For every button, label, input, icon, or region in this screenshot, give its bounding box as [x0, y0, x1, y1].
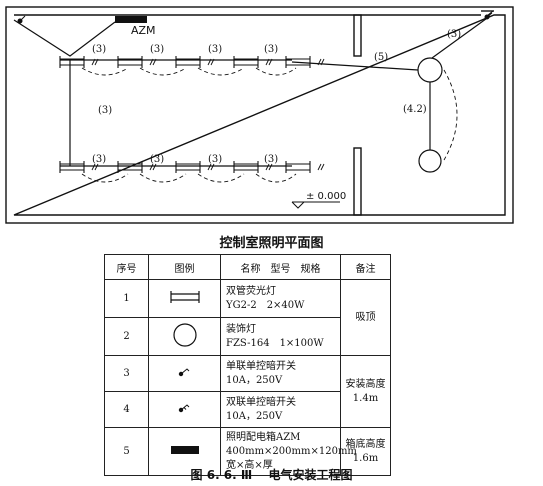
row-no: 2 [104, 317, 149, 356]
figure-title: 电气安装工程图 [268, 468, 353, 482]
fluorescent-lamp-icon [117, 56, 157, 68]
distribution-box-icon [148, 427, 221, 476]
walls [5, 6, 514, 224]
fluorescent-lamp-icon [175, 161, 215, 173]
svg-text:(3): (3) [208, 154, 222, 165]
decor-lamp-top [417, 57, 443, 83]
fluorescent-lamp-icon [59, 56, 99, 68]
wiring [13, 15, 491, 167]
fluorescent-lamp-icon [285, 161, 325, 173]
fluorescent-lamp-icon [175, 56, 215, 68]
distribution-box: AZM [115, 16, 156, 37]
fluorescent-lamp-icon [233, 161, 273, 173]
svg-text:(3): (3) [264, 44, 278, 55]
partition-top [353, 14, 362, 57]
table-row: 3 单联单控暗开关 10A，250V 安装高度 1.4m [104, 355, 391, 428]
wire-to-feeder [291, 61, 419, 71]
table-row: 5 照明配电箱AZM 400mm×200mm×120mm 宽×高×厚 箱底高度 … [104, 427, 391, 476]
header-note: 备注 [340, 254, 391, 280]
wire-box-to-lamp [13, 19, 116, 57]
lamp-row-1 [59, 56, 325, 68]
lamp-row-2 [59, 161, 325, 173]
row-no: 5 [104, 427, 149, 476]
elevation-marker: ± 0.000 [291, 191, 346, 209]
svg-text:(3): (3) [98, 105, 112, 116]
row-no: 1 [104, 279, 149, 318]
plan-title: 控制室照明平面图 [219, 236, 324, 251]
row-no: 4 [104, 391, 149, 428]
header-symbol: 图例 [148, 254, 221, 280]
table-row: 4 双联单控暗开关 10A，250V [104, 391, 391, 428]
row-desc: 双管荧光灯 YG2-2 2×40W [220, 279, 341, 318]
table-row: 1 双管荧光灯 YG2-2 2×40W 吸顶 [104, 279, 391, 356]
legend-table: 序号 图例 名称 型号 规格 备注 1 双管荧光灯 YG2-2 2×40W 吸顶… [104, 254, 391, 476]
figure-number: 图 6. 6. Ⅲ [190, 468, 253, 482]
decor-lamp-bottom [418, 149, 442, 173]
table-row: 2 装饰灯 FZS-164 1×100W [104, 317, 391, 356]
row-desc: 单联单控暗开关 10A，250V [220, 355, 341, 392]
header-spec: 名称 型号 规格 [220, 254, 341, 280]
azm-label: AZM [131, 24, 156, 37]
azm-panel [115, 16, 147, 23]
svg-text:(3): (3) [264, 154, 278, 165]
row-note-box-height: 箱底高度 1.6m [340, 427, 391, 476]
outer-wall [5, 6, 514, 224]
decorative-lamp-icon [148, 317, 221, 356]
svg-text:(3): (3) [92, 154, 106, 165]
figure-caption: 图 6. 6. Ⅲ 电气安装工程图 [0, 466, 543, 483]
legend-header-row: 序号 图例 名称 型号 规格 备注 [104, 254, 391, 280]
row-no: 3 [104, 355, 149, 392]
row-note-mount-height: 安装高度 1.4m [340, 355, 391, 428]
svg-text:(3): (3) [92, 44, 106, 55]
svg-text:(3): (3) [447, 29, 461, 40]
fluorescent-lamp-icon [285, 56, 325, 68]
fluorescent-lamp-icon [117, 161, 157, 173]
dashed-switching-arcs [81, 67, 458, 183]
svg-text:(3): (3) [150, 154, 164, 165]
header-no: 序号 [104, 254, 149, 280]
svg-text:(5): (5) [374, 52, 388, 63]
switch-glyphs [17, 10, 494, 24]
row-desc: 照明配电箱AZM 400mm×200mm×120mm 宽×高×厚 [220, 427, 357, 476]
row-note-ceiling: 吸顶 [340, 279, 391, 356]
partition-bottom [353, 147, 362, 216]
row-desc: 双联单控暗开关 10A，250V [220, 391, 341, 428]
svg-text:(4.2): (4.2) [403, 104, 427, 115]
wire-decor-to-switch [431, 15, 491, 59]
fluorescent-lamp-icon [59, 161, 99, 173]
decorative-lamps [417, 57, 443, 173]
lighting-floor-plan: AZM (3) (3) (3) (3) (3) (3) (3) (3) (3) [5, 6, 514, 224]
circuit-labels: (3) (3) (3) (3) (3) (3) (3) (3) (3) (5) … [92, 29, 461, 165]
inner-wall-top [13, 14, 506, 216]
svg-text:(3): (3) [150, 44, 164, 55]
elevation-label: ± 0.000 [306, 191, 346, 202]
row-desc: 装饰灯 FZS-164 1×100W [220, 317, 341, 356]
fluorescent-lamp-icon [233, 56, 273, 68]
svg-text:(3): (3) [208, 44, 222, 55]
single-switch-icon [148, 355, 221, 392]
double-switch-icon [148, 391, 221, 428]
fluorescent-lamp-icon [148, 279, 221, 318]
